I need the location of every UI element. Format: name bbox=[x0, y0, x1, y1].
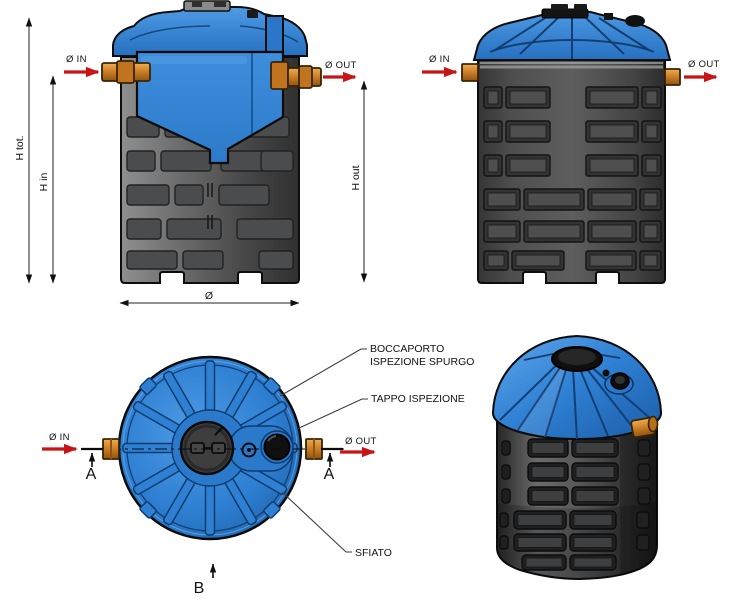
tank-lid-front bbox=[472, 4, 672, 61]
callout-sfiato: SFIATO bbox=[281, 491, 392, 559]
callout-sfiato-label: SFIATO bbox=[355, 547, 392, 559]
h-total-label: H tot. bbox=[14, 135, 26, 160]
outlet-flow-arrow-top: Ø OUT bbox=[340, 436, 377, 458]
inlet-fitting-section bbox=[101, 60, 151, 84]
outlet-flow-arrow-front: Ø OUT bbox=[684, 59, 720, 83]
callout-tappo-label: TAPPO ISPEZIONE bbox=[371, 393, 465, 405]
callout-boccaporto: BOCCAPORTO ISPEZIONE SPURGO bbox=[279, 343, 474, 397]
h-in-label: H in bbox=[38, 173, 50, 192]
section-marker-b: B bbox=[194, 563, 217, 597]
dimension-diameter: Ø bbox=[119, 290, 300, 307]
inlet-flow-arrow: Ø IN bbox=[64, 54, 100, 78]
dimension-h-out: H out bbox=[350, 80, 368, 283]
h-out-label: H out bbox=[350, 165, 362, 190]
inspection-cap bbox=[263, 433, 291, 461]
tank-lid-section bbox=[112, 0, 308, 59]
outlet-fitting-section bbox=[270, 61, 322, 90]
outlet-fitting-front bbox=[664, 68, 681, 86]
lid-knob bbox=[247, 10, 258, 18]
small-plug-3d bbox=[602, 369, 610, 377]
diameter-label: Ø bbox=[205, 290, 213, 302]
inlet-label-front: Ø IN bbox=[429, 54, 450, 65]
callout-boccaporto-line1: BOCCAPORTO bbox=[370, 343, 444, 355]
tank-dome-3d bbox=[491, 334, 663, 440]
body-ribs-3d bbox=[499, 438, 651, 571]
cross-section-view: H tot. H in H out Ø bbox=[14, 0, 368, 307]
outlet-flow-arrow: Ø OUT bbox=[323, 60, 357, 83]
inlet-label-top: Ø IN bbox=[49, 432, 70, 443]
section-a-right-label: A bbox=[324, 466, 335, 483]
dimension-h-in: H in bbox=[38, 75, 57, 284]
body-ribs-front bbox=[483, 86, 662, 271]
inlet-flow-arrow-front: Ø IN bbox=[422, 54, 458, 78]
section-b-label: B bbox=[194, 580, 205, 597]
inlet-label: Ø IN bbox=[66, 54, 87, 65]
callout-boccaporto-line2: ISPEZIONE SPURGO bbox=[370, 356, 474, 368]
inlet-flow-arrow-top: Ø IN bbox=[42, 432, 78, 455]
perspective-view bbox=[491, 334, 663, 581]
section-marker-a-right: A bbox=[321, 447, 343, 483]
front-view: Ø IN Ø OUT bbox=[422, 4, 720, 284]
top-view: A A B Ø IN Ø OUT BOCCAPORTO ISPEZIONE SP… bbox=[42, 343, 474, 597]
inlet-fitting-front bbox=[461, 63, 479, 82]
callout-tappo: TAPPO ISPEZIONE bbox=[296, 393, 465, 430]
section-marker-a-left: A bbox=[81, 447, 103, 483]
dimension-h-total: H tot. bbox=[14, 17, 33, 284]
outlet-label-front: Ø OUT bbox=[688, 59, 720, 70]
inspection-hatch bbox=[179, 420, 235, 476]
radial-ribs bbox=[122, 360, 298, 536]
outlet-label-top: Ø OUT bbox=[345, 436, 377, 447]
vent-hole bbox=[241, 442, 257, 458]
inlet-fitting-top bbox=[102, 438, 120, 460]
outlet-stub-3d bbox=[630, 415, 659, 439]
section-a-left-label: A bbox=[86, 466, 97, 483]
hatch-edge bbox=[541, 8, 589, 19]
outlet-fitting-top bbox=[305, 438, 323, 460]
outlet-label: Ø OUT bbox=[325, 60, 357, 71]
